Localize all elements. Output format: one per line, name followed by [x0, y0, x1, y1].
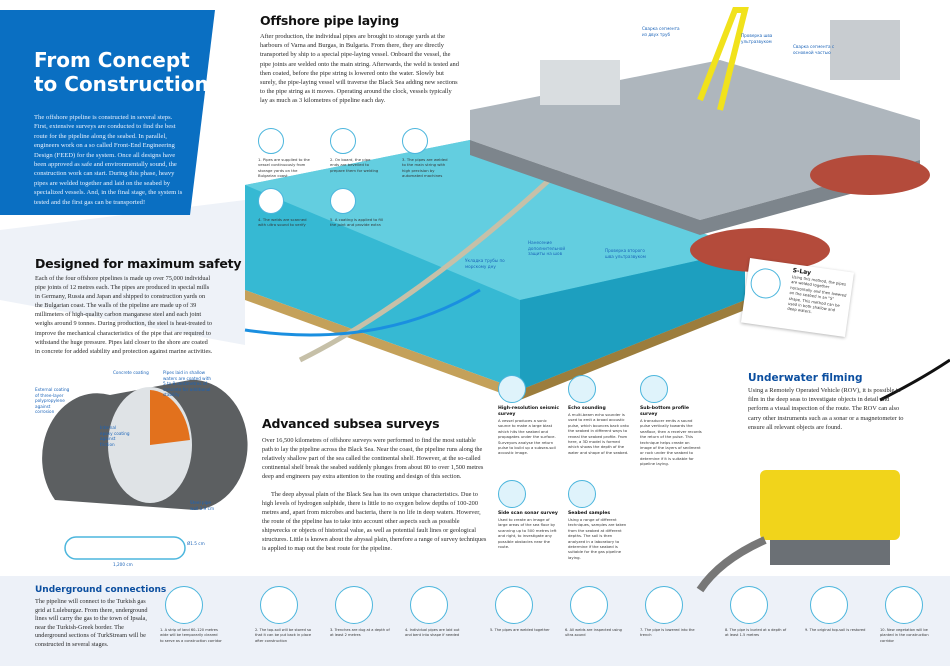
underground-step: 4. Individual pipes are laid out and ben… — [405, 586, 467, 639]
pipe-laying-vessel — [470, 7, 930, 272]
title-line-2: to Construction — [34, 72, 209, 96]
step-icon — [645, 586, 683, 624]
bevel-icon — [330, 128, 356, 154]
filming-title: Underwater filming — [748, 372, 863, 384]
pipe-joint-diagram — [64, 536, 186, 560]
step-icon — [165, 586, 203, 624]
bottom-band — [0, 576, 950, 666]
underground-step: 5. The pipes are welded together — [490, 586, 552, 633]
underground-step: 9. The original top-soil is restored — [805, 586, 867, 633]
page-title: From Concept to Construction — [34, 48, 209, 96]
offshore-step-1: 1. Pipes are supplied to the vessel cont… — [258, 128, 313, 179]
rov-illustration — [696, 358, 950, 593]
ru-label: Сварка сегмента с основной частью — [793, 44, 835, 55]
coating-icon — [330, 188, 356, 214]
sub-bottom-icon — [640, 375, 668, 403]
label-steel: Steel pipe wall 3.9 cm — [190, 500, 215, 511]
underground-step: 1. A strip of land 60–120 metres wide wi… — [160, 586, 222, 644]
surveys-paragraph-2: The deep abyssal plain of the Black Sea … — [262, 491, 487, 552]
underground-step: 3. Trenches are dug at a depth of at lea… — [330, 586, 392, 639]
step-icon — [495, 586, 533, 624]
step-label: 3. Trenches are dug at a depth of at lea… — [330, 628, 390, 638]
intro-panel — [0, 10, 215, 215]
label-diameter: Ø1.5 cm — [187, 541, 205, 546]
underground-title: Underground connections — [35, 585, 167, 595]
underground-step: 8. The pipe is buried at a depth of at l… — [725, 586, 787, 639]
step-icon — [885, 586, 923, 624]
ultrasound-icon — [258, 188, 284, 214]
underground-step: 6. All welds are inspected using ultra-s… — [565, 586, 627, 639]
title-line-1: From Concept — [34, 48, 190, 72]
ru-label: Проверка второго шва ультразвуком — [605, 248, 646, 259]
step-label: 2. The top-soil will be stored so that i… — [255, 628, 312, 643]
label-shallow: Pipes laid in shallow waters are coated … — [163, 370, 212, 398]
seismic-icon — [498, 375, 526, 403]
step-label: 5. The pipes are welded together — [490, 628, 550, 632]
slay-text: Using this method, the pipes are welded … — [787, 274, 847, 315]
surveys-paragraph-1: Over 16,500 kilometres of offshore surve… — [262, 437, 484, 480]
weld-icon — [402, 128, 428, 154]
safety-title: Designed for maximum safety — [35, 256, 242, 271]
step-icon — [730, 586, 768, 624]
sonar-icon — [498, 480, 526, 508]
step-icon — [570, 586, 608, 624]
safety-text: Each of the four offshore pipelines is m… — [35, 275, 213, 355]
label-internal: Internal epoxy coating against friction — [100, 425, 130, 447]
underground-step: 10. New vegetation will be planted in th… — [880, 586, 942, 644]
pipe-cross-section — [42, 379, 248, 560]
underground-step: 7. The pipe is lowered into the trench — [640, 586, 702, 639]
step-icon — [410, 586, 448, 624]
filming-text: Using a Remotely Operated Vehicle (ROV),… — [748, 387, 904, 431]
offshore-step-4: 4. The welds are scanned with ultra soun… — [258, 188, 313, 228]
label-length: 1,200 cm — [113, 562, 133, 567]
ru-label: Укладка трубы по морскому дну — [465, 258, 505, 269]
intro-text: The offshore pipeline is constructed in … — [34, 114, 183, 206]
s-lay-icon — [748, 266, 783, 301]
pipe-string — [298, 168, 562, 363]
step-label: 1. A strip of land 60–120 metres wide wi… — [160, 628, 222, 643]
step-label: 9. The original top-soil is restored — [805, 628, 866, 632]
ru-label: Сварка сегмента из двух труб — [642, 26, 680, 37]
pipe-supply-icon — [258, 128, 284, 154]
offshore-step-5: 5. A coating is applied to fill the join… — [330, 188, 385, 228]
underground-step: 2. The top-soil will be stored so that i… — [255, 586, 317, 644]
sample-icon — [568, 480, 596, 508]
offshore-step-2: 2. On board, the pipe ends are bevelled … — [330, 128, 380, 173]
step-label: 6. All welds are inspected using ultra-s… — [565, 628, 622, 638]
offshore-text: After production, the individual pipes a… — [260, 33, 459, 105]
label-external: External coating of three-layer polyprop… — [35, 387, 70, 415]
step-icon — [810, 586, 848, 624]
step-label: 10. New vegetation will be planted in th… — [880, 628, 929, 643]
underground-text: The pipeline will connect to the Turkish… — [35, 598, 148, 648]
offshore-step-3: 3. The pipes are welded to the main stri… — [402, 128, 452, 179]
step-label: 7. The pipe is lowered into the trench — [640, 628, 695, 638]
ru-label: Проверка шва ультразвуком — [741, 33, 773, 44]
surveys-title: Advanced subsea surveys — [262, 416, 440, 431]
step-label: 8. The pipe is buried at a depth of at l… — [725, 628, 787, 638]
offshore-title: Offshore pipe laying — [260, 13, 400, 28]
echo-icon — [568, 375, 596, 403]
step-icon — [335, 586, 373, 624]
step-label: 4. Individual pipes are laid out and ben… — [405, 628, 460, 638]
step-icon — [260, 586, 298, 624]
label-concrete: Concrete coating — [113, 370, 149, 375]
ru-label: Нанесение дополнительной защиты на шов — [528, 240, 566, 257]
